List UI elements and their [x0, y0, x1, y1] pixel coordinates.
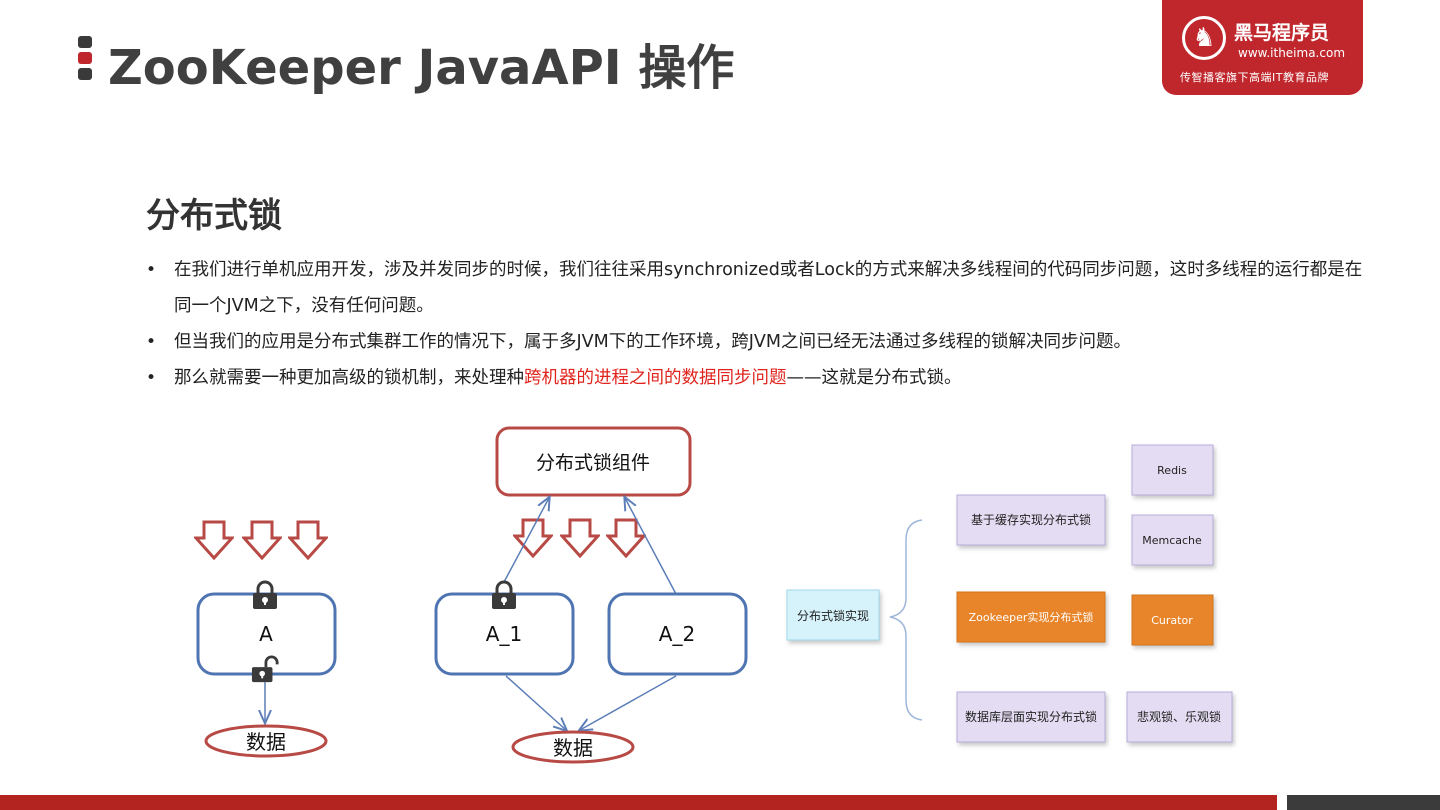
data-ellipse: [511, 730, 635, 764]
lock-closed-icon: [490, 580, 518, 610]
footer-bar-dark: [1287, 795, 1440, 810]
mindmap-branch-database-label: 数据库层面实现分布式锁: [965, 709, 1097, 724]
down-arrow-icon: [288, 520, 328, 560]
data-ellipse: [204, 724, 328, 758]
mindmap-leaf-locks: [1126, 691, 1233, 743]
mindmap-branch-cache-label: 基于缓存实现分布式锁: [971, 512, 1091, 527]
node-a-label: A: [259, 622, 273, 646]
data-label: 数据: [246, 730, 286, 754]
mindmap-branch-database: [956, 691, 1106, 743]
arrow-a2-to-data: [580, 675, 677, 730]
horse-logo-icon: ♞: [1182, 16, 1226, 60]
distributed-lock-diagram: A 数据 分布式锁组件 A_1 A_2 数据 分布式锁实现 基于缓存实现分布式锁: [194, 426, 1233, 764]
mindmap-leaf-curator: [1131, 594, 1214, 646]
bullet-item: • 但当我们的应用是分布式集群工作的情况下，属于多JVM下的工作环境，跨JVM之…: [146, 324, 1376, 360]
section-heading: 分布式锁: [146, 196, 282, 236]
mindmap-branch-cache: [956, 494, 1106, 546]
lock-component-box: [495, 426, 692, 497]
mindmap-brace: [889, 519, 923, 721]
bullet-text: 但当我们的应用是分布式集群工作的情况下，属于多JVM下的工作环境，跨JVM之间已…: [174, 332, 1131, 352]
mindmap-leaf-redis: [1131, 444, 1214, 496]
mindmap-leaf-memcache-label: Memcache: [1142, 534, 1202, 547]
footer-bar-red: [0, 795, 1277, 810]
brand-logo: ♞ 黑马程序员 www.itheima.com 传智播客旗下高端IT教育品牌: [1162, 0, 1363, 95]
lock-component-label: 分布式锁组件: [536, 452, 650, 474]
mindmap-branch-zookeeper-label: Zookeeper实现分布式锁: [969, 610, 1094, 624]
arrow-a1-to-data: [505, 675, 566, 730]
arrow-a1-to-component: [503, 498, 549, 583]
mindmap-leaf-memcache: [1131, 514, 1214, 566]
logo-slogan: 传智播客旗下高端IT教育品牌: [1180, 71, 1329, 84]
data-label: 数据: [553, 736, 593, 760]
bullet-text-post: ——这就是分布式锁。: [786, 368, 962, 388]
bullet-item: • 在我们进行单机应用开发，涉及并发同步的时候，我们往往采用synchroniz…: [146, 252, 1376, 324]
mindmap-root-box: [786, 589, 880, 641]
bullet-text-pre: 那么就需要一种更加高级的锁机制，来处理种: [174, 368, 524, 388]
logo-name: 黑马程序员: [1234, 22, 1330, 44]
bullet-list: • 在我们进行单机应用开发，涉及并发同步的时候，我们往往采用synchroniz…: [146, 252, 1376, 396]
bullet-item: • 那么就需要一种更加高级的锁机制，来处理种跨机器的进程之间的数据同步问题——这…: [146, 360, 1376, 396]
bullet-text: 在我们进行单机应用开发，涉及并发同步的时候，我们往往采用synchronized…: [174, 260, 1363, 316]
node-a1-label: A_1: [486, 622, 522, 646]
title-bar-marker: [78, 36, 92, 84]
bullet-dot: •: [146, 332, 157, 352]
single-node-diagram: A 数据: [194, 520, 337, 758]
down-arrow-icon: [242, 520, 282, 560]
page-title: ZooKeeper JavaAPI 操作: [108, 40, 735, 96]
bullet-dot: •: [146, 368, 157, 388]
node-a2-label: A_2: [659, 622, 695, 646]
arrow-a2-to-component: [625, 498, 677, 595]
node-a2-box: [607, 592, 748, 676]
mindmap-leaf-locks-label: 悲观锁、乐观锁: [1137, 709, 1221, 724]
bullet-dot: •: [146, 260, 157, 280]
down-arrow-icon: [560, 518, 600, 558]
logo-url: www.itheima.com: [1238, 46, 1346, 60]
mindmap-root-label: 分布式锁实现: [797, 608, 869, 623]
lock-closed-icon: [251, 580, 279, 610]
down-arrow-icon: [606, 518, 646, 558]
mindmap-leaf-redis-label: Redis: [1157, 464, 1187, 477]
mindmap-leaf-curator-label: Curator: [1151, 614, 1193, 627]
down-arrow-icon: [194, 520, 234, 560]
mindmap-branch-zookeeper: [956, 591, 1106, 643]
distributed-node-diagram: 分布式锁组件 A_1 A_2 数据: [434, 426, 748, 764]
bullet-highlight: 跨机器的进程之间的数据同步问题: [524, 368, 787, 388]
implementation-mindmap: 分布式锁实现 基于缓存实现分布式锁 Redis Memcache Zookeep…: [786, 444, 1233, 743]
